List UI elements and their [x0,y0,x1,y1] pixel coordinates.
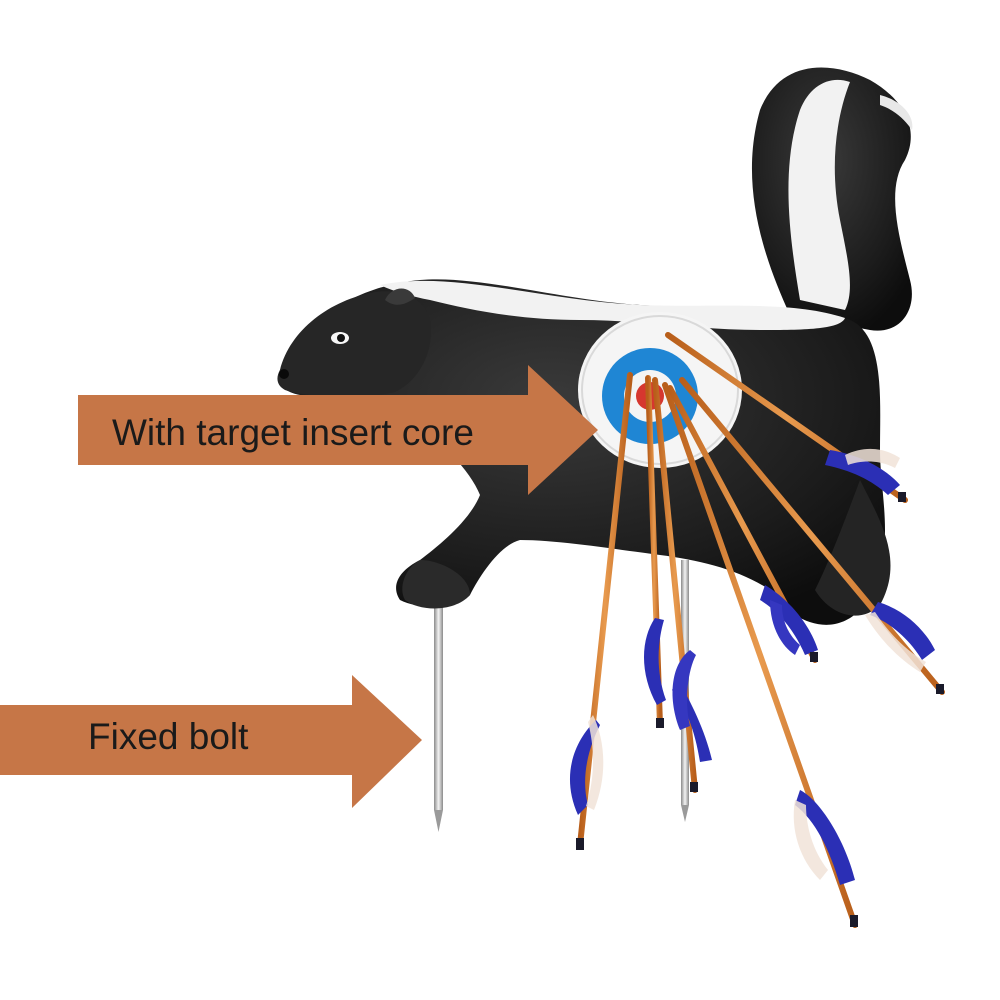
arrow-3 [652,377,712,793]
skunk-tail [751,67,913,331]
bolt-callout-arrow [0,675,422,808]
arrow-4 [662,382,858,928]
fixed-bolt-label: Fixed bolt [88,716,249,757]
core-callout-arrow [78,365,598,495]
arrows-group [569,332,945,928]
arrow-7 [665,332,908,503]
arrow-6 [679,377,945,695]
arrow-2 [643,375,666,728]
arrow-1 [569,372,633,850]
fixed-bolt-front [434,600,443,832]
target-core-label: With target insert core [112,412,474,453]
arrow-5 [667,385,818,663]
